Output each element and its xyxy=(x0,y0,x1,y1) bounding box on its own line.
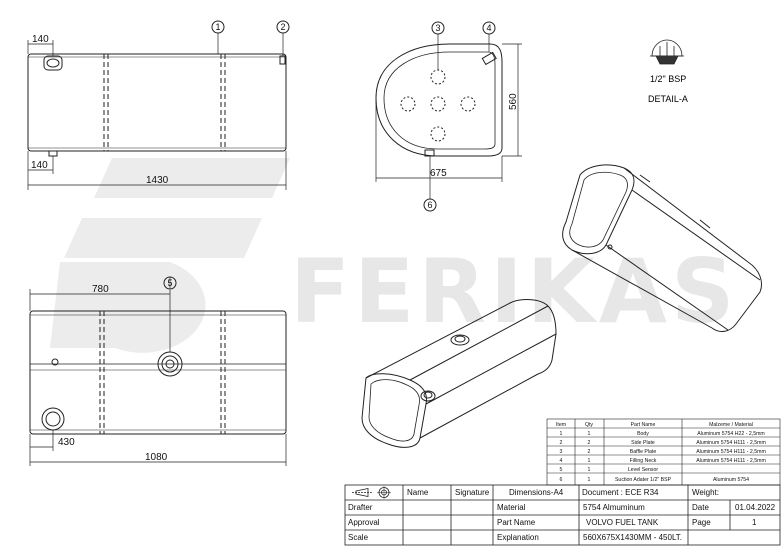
detail-a-label: DETAIL-A xyxy=(648,94,688,104)
parts-row-1-qty: 1 xyxy=(588,431,591,437)
parts-table-header: Item Qty Part Name Malzeme / Material xyxy=(556,422,753,428)
parts-row-3-qty: 2 xyxy=(588,449,591,455)
callout-1: 1 xyxy=(216,22,221,32)
parts-row-2-qty: 2 xyxy=(588,440,591,446)
title-part-name-value: VOLVO FUEL TANK xyxy=(586,518,659,527)
parts-row-4-part: Filling Neck xyxy=(630,458,657,464)
parts-row-4-qty: 1 xyxy=(588,458,591,464)
parts-row-2-material: Aluminum 5754 H111 - 2,5mm xyxy=(696,440,766,446)
callout-6: 6 xyxy=(428,200,433,210)
parts-row-6-item: 6 xyxy=(560,477,563,483)
watermark-text: FERIKAS xyxy=(290,240,738,343)
title-approval-label: Approval xyxy=(348,518,380,527)
parts-header-material: Malzeme / Material xyxy=(709,422,753,428)
parts-row-5-item: 5 xyxy=(560,467,563,473)
projection-symbol xyxy=(352,486,391,499)
callout-3: 3 xyxy=(436,23,441,33)
parts-table-grid xyxy=(546,418,781,486)
parts-header-qty: Qty xyxy=(585,422,593,428)
parts-row-3-material: Aluminum 5754 H111 - 2,5mm xyxy=(696,449,766,455)
title-explanation-label: Explanation xyxy=(497,533,539,542)
callout-5: 5 xyxy=(168,278,173,288)
parts-row-6-qty: 1 xyxy=(588,477,591,483)
watermark-logo xyxy=(50,158,290,353)
title-scale-label: Scale xyxy=(348,533,369,542)
dim-end-height: 560 xyxy=(508,93,519,110)
parts-row-4-material: Aluminum 5754 H111 - 2,5mm xyxy=(696,458,766,464)
parts-row-6-material: Aluminum 5754 xyxy=(713,477,749,483)
title-signature-label: Signature xyxy=(455,488,490,497)
title-dimensions-label: Dimensions-A4 xyxy=(509,488,564,497)
parts-row-4-item: 4 xyxy=(560,458,563,464)
title-block-grid xyxy=(344,484,781,546)
title-material-label: Material xyxy=(497,503,526,512)
title-date-value: 01.04.2022 xyxy=(735,503,776,512)
title-page-value: 1 xyxy=(752,518,757,527)
iso-view-lower xyxy=(361,299,557,448)
dim-plan-length: 1080 xyxy=(145,452,168,463)
parts-row-5-part: Level Sensor xyxy=(628,467,659,473)
parts-row-3-item: 3 xyxy=(560,449,563,455)
title-weight-label: Weight: xyxy=(692,488,719,497)
detail-thread-label: 1/2" BSP xyxy=(650,74,686,84)
dim-end-width: 675 xyxy=(430,168,447,179)
dim-plan-neck-offset: 430 xyxy=(58,437,75,448)
parts-row-1-part: Body xyxy=(637,431,649,437)
parts-header-part: Part Name xyxy=(631,422,656,428)
title-drafter-label: Drafter xyxy=(348,503,373,512)
parts-table-rows: 1 1 Body Aluminum 5754 H22 - 2,5mm 2 2 S… xyxy=(560,431,766,483)
dim-front-bottom-offset: 140 xyxy=(31,160,48,171)
front-view xyxy=(27,20,290,190)
parts-row-1-material: Aluminum 5754 H22 - 2,5mm xyxy=(697,431,764,437)
title-part-name-label: Part Name xyxy=(497,518,536,527)
parts-row-2-part: Side Plate xyxy=(631,440,655,446)
end-view xyxy=(375,21,522,212)
parts-row-2-item: 2 xyxy=(560,440,563,446)
parts-header-item: Item xyxy=(556,422,566,428)
callout-4: 4 xyxy=(487,23,492,33)
title-date-label: Date xyxy=(692,503,709,512)
title-material-value: 5754 Almuminum xyxy=(583,503,645,512)
dim-plan-sensor-offset: 780 xyxy=(92,284,109,295)
title-explanation-value: 560X675X1430MM - 450LT. xyxy=(583,533,682,542)
title-page-label: Page xyxy=(692,518,711,527)
dim-front-length: 1430 xyxy=(146,175,169,186)
parts-row-6-part: Suction Adater 1/2" BSP xyxy=(615,477,672,483)
title-name-label: Name xyxy=(407,488,429,497)
dim-front-top-offset: 140 xyxy=(32,34,49,45)
plan-view xyxy=(29,276,287,466)
parts-row-1-item: 1 xyxy=(560,431,563,437)
title-document-label: Document : ECE R34 xyxy=(582,488,659,497)
parts-row-3-part: Baffle Plate xyxy=(630,449,657,455)
parts-row-5-qty: 1 xyxy=(588,467,591,473)
detail-a-view xyxy=(650,39,684,65)
callout-2: 2 xyxy=(281,22,286,32)
iso-view-upper xyxy=(562,164,762,332)
